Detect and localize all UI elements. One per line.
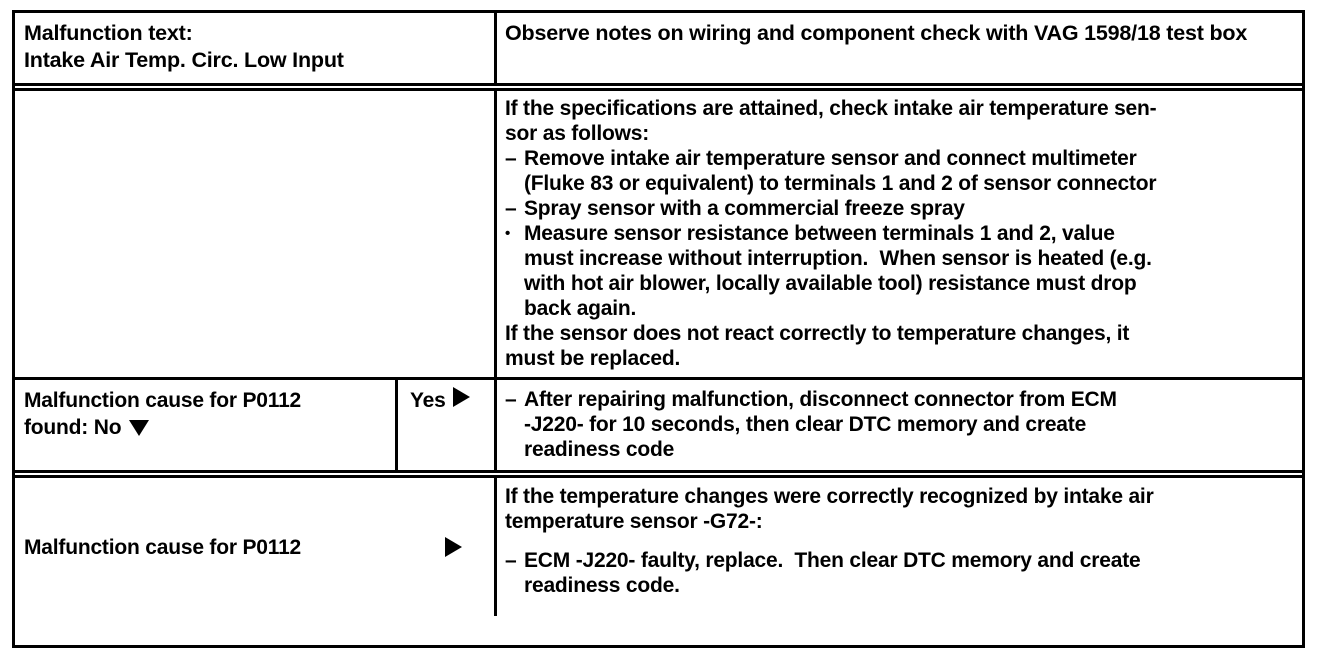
header-note-text: Observe notes on wiring and component ch… bbox=[505, 21, 1248, 45]
procedure-intro-text: If the specifications are attained, chec… bbox=[505, 97, 1157, 145]
row-separator bbox=[15, 377, 1302, 380]
row-cause-left-cell: Malfunction cause for P0112 found: No Ye… bbox=[15, 380, 497, 470]
malfunction-text-label: Malfunction text: bbox=[24, 21, 193, 45]
list-item-text: Remove intake air temperature sensor and… bbox=[524, 147, 1157, 195]
row-procedure-left-empty bbox=[15, 91, 494, 377]
list-item: – Remove intake air temperature sensor a… bbox=[505, 146, 1296, 196]
procedure-outro-text: If the sensor does not react correctly t… bbox=[505, 322, 1130, 370]
right-triangle-icon bbox=[445, 537, 462, 557]
header-left-cell: Malfunction text: Intake Air Temp. Circ.… bbox=[15, 13, 497, 83]
list-item-text: Spray sensor with a commercial freeze sp… bbox=[524, 197, 965, 220]
row-cause-right-cell: – After repairing malfunction, disconnec… bbox=[497, 380, 1302, 470]
answer-yes-label: Yes bbox=[410, 389, 446, 412]
dash-marker: – bbox=[505, 388, 517, 411]
list-item: • Measure sensor resistance between term… bbox=[505, 221, 1296, 321]
list-item-text: ECM -J220- faulty, replace. Then clear D… bbox=[524, 549, 1141, 597]
row-final-right-cell: If the temperature changes were correctl… bbox=[497, 478, 1302, 616]
diagnostic-table: Malfunction text: Intake Air Temp. Circ.… bbox=[12, 10, 1305, 648]
final-cause-label: Malfunction cause for P0112 bbox=[24, 535, 302, 559]
dash-marker: – bbox=[505, 197, 517, 220]
cause-question-line1: Malfunction cause for P0112 bbox=[24, 389, 302, 412]
row-final-left-cell: Malfunction cause for P0112 bbox=[15, 478, 497, 616]
list-item: – ECM -J220- faulty, replace. Then clear… bbox=[505, 548, 1296, 598]
list-item: – Spray sensor with a commercial freeze … bbox=[505, 196, 1296, 221]
table-header-row: Malfunction text: Intake Air Temp. Circ.… bbox=[15, 13, 1302, 83]
table-row: Malfunction cause for P0112 found: No Ye… bbox=[15, 380, 1302, 470]
cause-question-cell: Malfunction cause for P0112 found: No bbox=[15, 380, 395, 470]
final-cause-cell[interactable]: Malfunction cause for P0112 bbox=[15, 478, 494, 616]
row-procedure-right-cell: If the specifications are attained, chec… bbox=[497, 91, 1302, 377]
bullet-marker: • bbox=[505, 225, 511, 242]
list-item-text: After repairing malfunction, disconnect … bbox=[524, 388, 1117, 461]
header-right-cell: Observe notes on wiring and component ch… bbox=[497, 13, 1302, 83]
list-item: – After repairing malfunction, disconnec… bbox=[505, 387, 1296, 462]
header-separator bbox=[15, 83, 1302, 91]
cause-answer-yes-cell[interactable]: Yes bbox=[395, 380, 494, 470]
row-procedure-left-cell bbox=[15, 91, 497, 377]
dash-marker: – bbox=[505, 549, 517, 572]
cause-answer-no: found: No bbox=[24, 414, 389, 441]
paragraph-spacer bbox=[505, 534, 1296, 548]
down-triangle-icon bbox=[129, 419, 150, 436]
final-intro-text: If the temperature changes were correctl… bbox=[505, 485, 1154, 533]
table-row: If the specifications are attained, chec… bbox=[15, 91, 1302, 377]
list-item-text: Measure sensor resistance between termin… bbox=[524, 222, 1152, 320]
right-triangle-icon bbox=[452, 387, 470, 407]
dash-marker: – bbox=[505, 147, 517, 170]
table-row: Malfunction cause for P0112 If the tempe… bbox=[15, 478, 1302, 616]
malfunction-text-value: Intake Air Temp. Circ. Low Input bbox=[24, 48, 344, 72]
cause-question-line2: found: No bbox=[24, 416, 122, 439]
row-separator-thick bbox=[15, 470, 1302, 478]
